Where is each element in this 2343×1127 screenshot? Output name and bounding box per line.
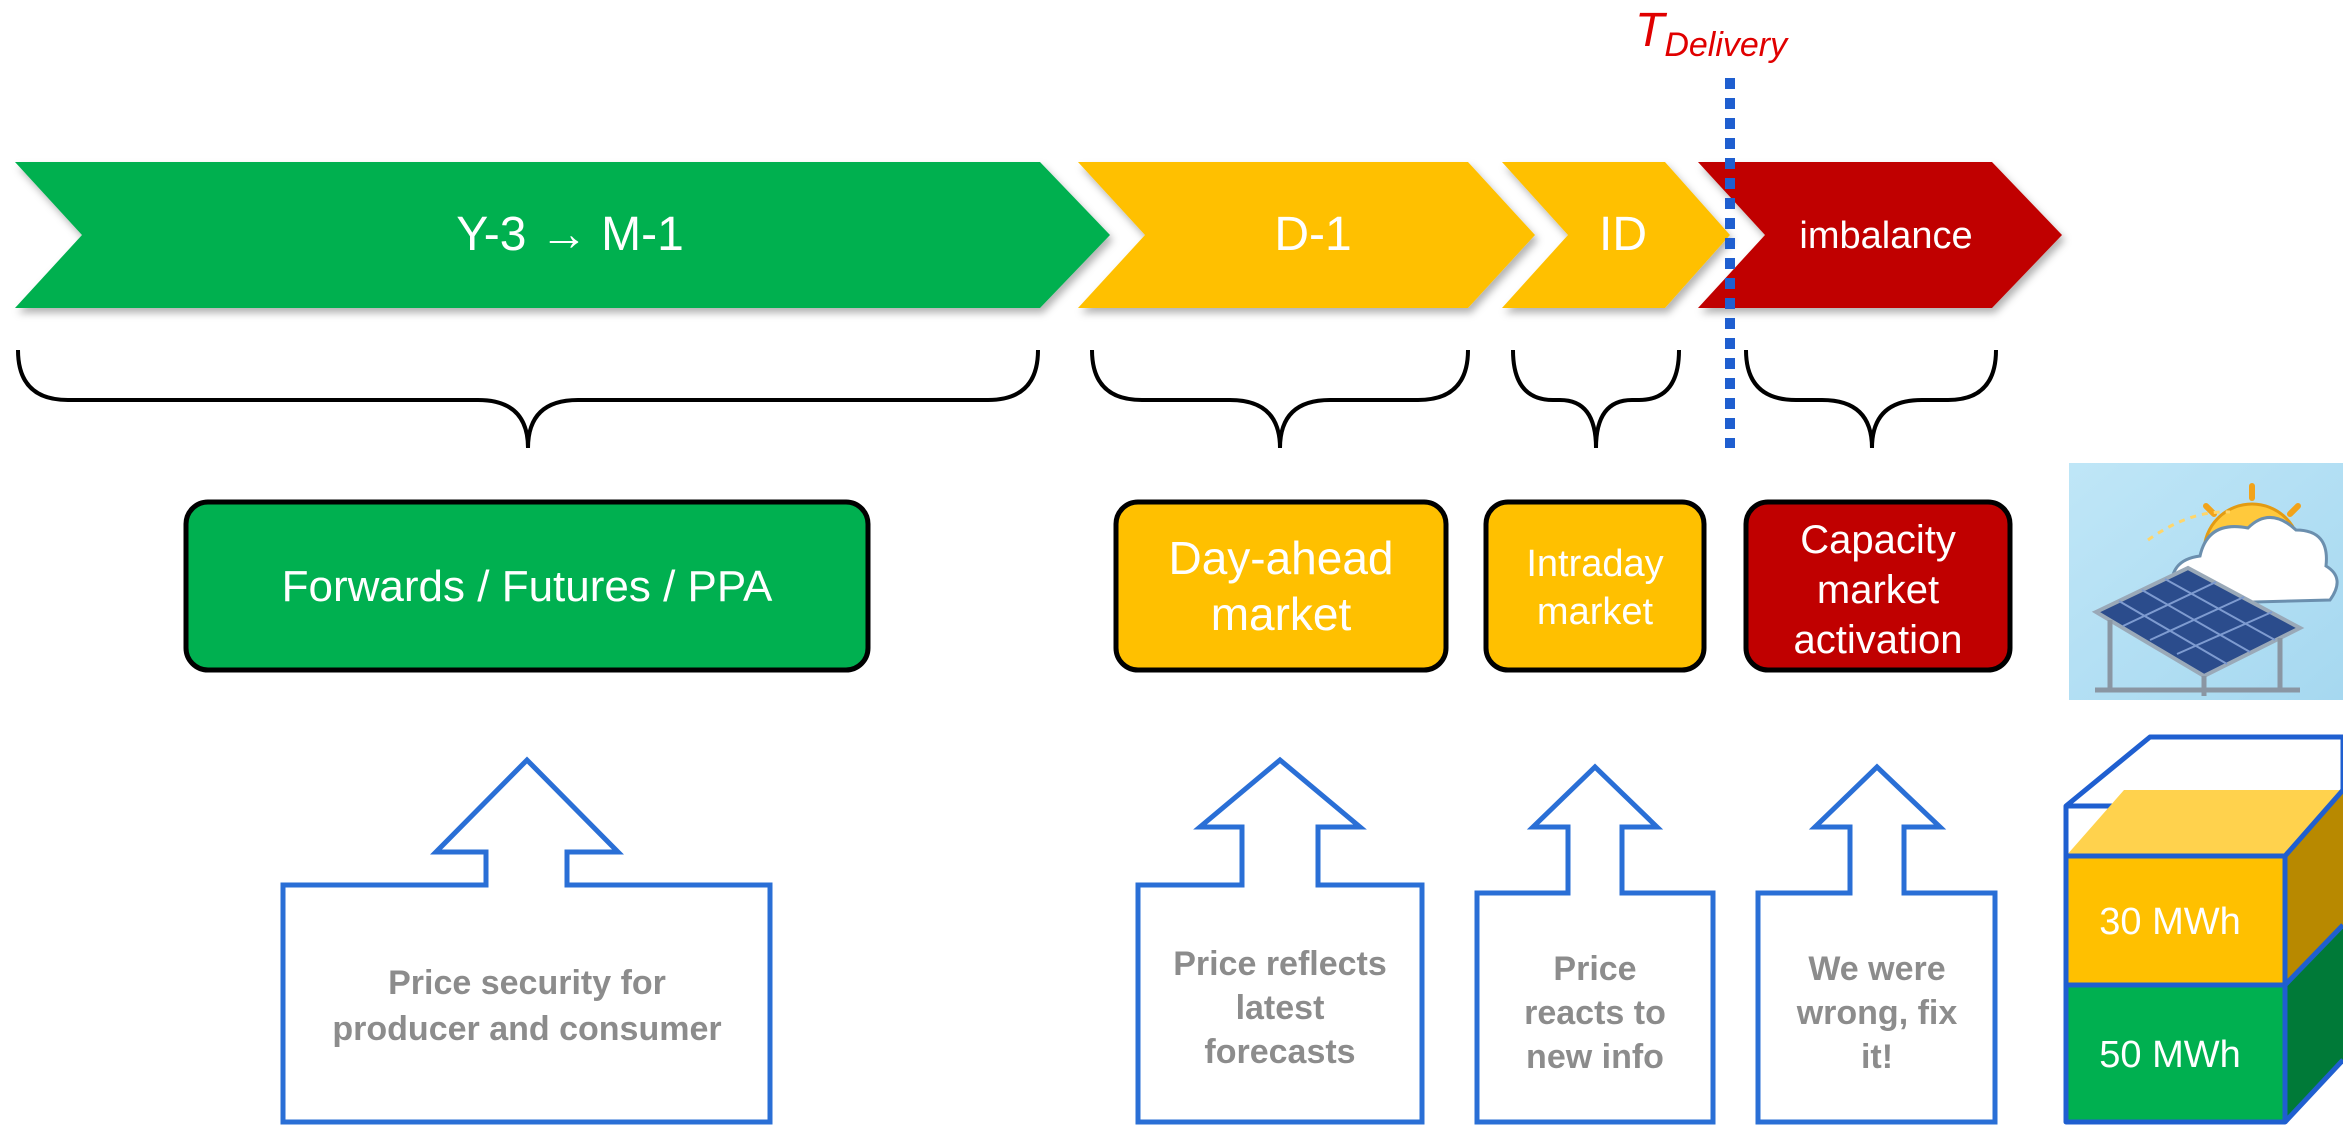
phase-chevrons (15, 162, 2062, 308)
market-intraday-box (1483, 499, 1707, 673)
callout-day-ahead-line3: forecasts (1204, 1033, 1355, 1071)
brace-forward (16, 349, 1040, 449)
brace-day-ahead (1090, 349, 1470, 449)
callout-imbalance-line3: it! (1861, 1038, 1893, 1076)
phase-forward-label: Y-3 → M-1 (456, 208, 684, 261)
market-day-ahead-box (1113, 499, 1449, 673)
cube-side-yellow (2285, 790, 2343, 985)
delivery-symbol: T (1635, 4, 1668, 57)
phase-imbalance-label: imbalance (1799, 215, 1972, 257)
market-capacity-box (1743, 499, 2013, 673)
callout-intraday (1474, 763, 1716, 1125)
brace-intraday (1511, 349, 1681, 449)
phase-day-ahead-label: D-1 (1274, 208, 1351, 261)
phase-intraday-chevron (1502, 162, 1730, 308)
callout-day-ahead (1135, 756, 1425, 1125)
callout-forwards-line1: Price security for (388, 964, 666, 1002)
delivery-subscript: Delivery (1664, 26, 1789, 64)
callout-day-ahead-line1: Price reflects (1173, 945, 1387, 983)
market-capacity-label-line3: activation (1794, 618, 1963, 662)
block-30mwh (2063, 853, 2288, 988)
solar-panel-with-cloud-and-sun-icon (2069, 463, 2343, 700)
callout-intraday-line2: reacts to (1524, 994, 1666, 1032)
callout-forwards-line2: producer and consumer (332, 1010, 721, 1048)
market-intraday-label-line2: market (1537, 591, 1654, 633)
brace-imbalance (1744, 349, 1998, 449)
callout-day-ahead-line2: latest (1236, 989, 1325, 1027)
delivery-time-label: TDelivery (1635, 4, 1789, 64)
block-50mwh (2063, 982, 2288, 1125)
phase-imbalance-chevron (1698, 162, 2062, 308)
market-day-ahead-label-line1: Day-ahead (1168, 532, 1393, 584)
callouts (280, 756, 1998, 1125)
phase-intraday-label: ID (1599, 208, 1647, 261)
market-forwards-label: Forwards / Futures / PPA (282, 562, 773, 611)
braces (16, 349, 1998, 449)
market-capacity-label-line1: Capacity (1800, 518, 1956, 562)
callout-intraday-line3: new info (1526, 1038, 1664, 1076)
callout-imbalance (1755, 763, 1998, 1125)
cube-top-yellow-face (2066, 790, 2343, 856)
callout-imbalance-line2: wrong, fix (1796, 994, 1958, 1032)
block-50mwh-label: 50 MWh (2099, 1034, 2240, 1076)
phase-forward-chevron (15, 162, 1110, 308)
market-day-ahead-label-line2: market (1211, 588, 1352, 640)
callout-imbalance-line1: We were (1808, 950, 1945, 988)
callout-forwards (280, 756, 773, 1125)
market-forwards-box (183, 499, 871, 673)
phase-day-ahead-chevron (1078, 162, 1535, 308)
energy-stack-cube (2063, 734, 2343, 1125)
market-intraday-label-line1: Intraday (1526, 543, 1663, 585)
block-30mwh-label: 30 MWh (2099, 901, 2240, 943)
market-capacity-label-line2: market (1817, 568, 1939, 612)
callout-intraday-line1: Price (1553, 950, 1636, 988)
